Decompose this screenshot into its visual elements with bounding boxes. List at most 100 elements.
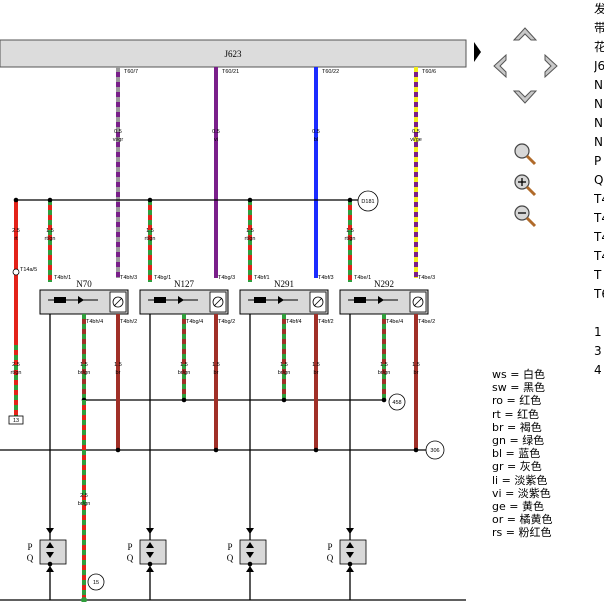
injector-pin2-3: T4bf/2 (318, 319, 334, 325)
zoom-out-icon[interactable] (514, 205, 537, 228)
valve-circle (312, 296, 324, 308)
side-legend-item: J6 (594, 59, 604, 73)
injector-feed-gauge-1: 1.5 (46, 228, 54, 234)
pq-p-label-4: P (327, 542, 332, 552)
page-marker-icon (474, 42, 481, 62)
injector-name-n291: N291 (274, 279, 294, 289)
side-legend-item: 4 (594, 363, 602, 377)
ref-13-box (8, 415, 24, 425)
legend-row-gn: gn = 绿色 (492, 434, 587, 447)
pq-bottom-arrow-2 (146, 566, 154, 572)
junction-dot (347, 561, 353, 567)
injector-feed-gauge-2: 1.5 (146, 228, 154, 234)
diode-icon (278, 296, 284, 304)
side-legend-item: T6 (594, 287, 604, 301)
pq-up-arrow-2 (146, 542, 154, 548)
side-legend-item: N (594, 78, 603, 92)
legend-equals: = (501, 486, 518, 500)
legend-row-rs: rs = 粉红色 (492, 526, 587, 539)
legend-row-rt: rt = 红色 (492, 408, 587, 421)
connector-gauge-label-3: 0.5 (312, 129, 320, 135)
injector-out2-gauge-2: 1.5 (212, 362, 220, 368)
legend-row-ro: ro = 红色 (492, 394, 587, 407)
arrow-down-icon[interactable] (512, 90, 538, 104)
legend-equals: = (498, 473, 515, 487)
legend-row-bl: bl = 蓝色 (492, 447, 587, 460)
pq-down-arrow-1 (46, 552, 54, 558)
zoom-icon[interactable] (514, 143, 537, 166)
coil-icon (254, 297, 266, 303)
arrow-left-icon[interactable] (493, 53, 507, 79)
injector-out2-color-2: br (214, 370, 219, 376)
junction-dot (47, 197, 53, 203)
legend-row-ws: ws = 白色 (492, 368, 587, 381)
junction-dot (247, 197, 253, 203)
injector-feed-gauge-3: 1.5 (246, 228, 254, 234)
injector-pin1-4: T4be/1 (354, 275, 371, 281)
side-legend-item: 带 (594, 21, 604, 35)
legend-equals: = (506, 381, 523, 395)
injector-pin2-1: T4bh/2 (120, 319, 137, 325)
pq-top-arrow-1 (46, 528, 54, 534)
diode-icon (78, 296, 84, 304)
connector-color-label-1: vi/gr (113, 137, 124, 143)
arrow-up-icon[interactable] (512, 27, 538, 41)
left-feed-gauge: 2.5 (12, 228, 20, 234)
connector-gauge-label-1: 0.5 (114, 129, 122, 135)
injector-out4-gauge-1: 1.5 (80, 362, 88, 368)
side-legend-item (594, 380, 604, 399)
injector-feed-color-2: rt/gn (144, 236, 155, 242)
connector-color-label-3: bl (314, 137, 318, 143)
coil-icon (354, 297, 366, 303)
injector-pin2-2: T4bg/2 (218, 319, 235, 325)
side-legend-item: 花 (594, 40, 604, 54)
legend-color-name: 红色 (519, 394, 542, 408)
injector-pin3-1: T4bh/3 (120, 275, 137, 281)
pq-box-2 (139, 539, 167, 565)
connector-gauge-label-2: 0.5 (212, 129, 220, 135)
legend-code: ws (492, 368, 507, 381)
pq-top-arrow-4 (346, 528, 354, 534)
legend-code: sw (492, 381, 507, 395)
injector-module-n291 (239, 289, 329, 315)
legend-row-vi: vi = 淡紫色 (492, 487, 587, 500)
ref-d181-circle (357, 190, 379, 212)
side-legend-item: T4 (594, 211, 604, 225)
arrow-right-icon[interactable] (544, 53, 558, 79)
pq-down-arrow-4 (346, 552, 354, 558)
legend-color-name: 橘黄色 (519, 513, 553, 527)
ref-15-circle (87, 573, 105, 591)
pq-top-arrow-3 (246, 528, 254, 534)
legend-equals: = (505, 500, 522, 514)
side-legend-item: T4 (594, 230, 604, 244)
junction-dot (147, 561, 153, 567)
injector-out2-color-4: br (414, 370, 419, 376)
side-legend-item: T4 (594, 249, 604, 263)
legend-code: ge (492, 500, 506, 514)
injector-out4-gauge-4: 1.5 (380, 362, 388, 368)
zoom-in-icon[interactable] (514, 174, 537, 197)
injector-pin3-2: T4bg/3 (218, 275, 235, 281)
injector-pin4-3: T4bf/4 (286, 319, 302, 325)
injector-feed-color-4: rt/gn (344, 236, 355, 242)
injector-feed-gauge-4: 1.5 (346, 228, 354, 234)
legend-code: rs (492, 526, 503, 540)
legend-code: br (492, 420, 504, 434)
ref-15: 15 (93, 580, 99, 586)
side-legend-item: Q (594, 173, 604, 187)
injector-module-n292 (339, 289, 429, 315)
legend-color-name: 褐色 (519, 420, 542, 434)
legend-color-name: 蓝色 (518, 447, 541, 461)
side-legend-item: N (594, 135, 603, 149)
junction-dot (213, 447, 219, 453)
pq-down-arrow-3 (246, 552, 254, 558)
injector-pin4-4: T4be/4 (386, 319, 403, 325)
legend-color-name: 淡紫色 (514, 473, 548, 487)
valve-slash (213, 297, 223, 307)
fuse-icon (12, 268, 20, 276)
injector-pin1-3: T4bf/1 (254, 275, 270, 281)
pq-q-label-3: Q (227, 553, 234, 563)
side-legend-item: N (594, 97, 603, 111)
connector-pin-label-2: T60/21 (222, 69, 239, 75)
junction-dot (347, 197, 353, 203)
